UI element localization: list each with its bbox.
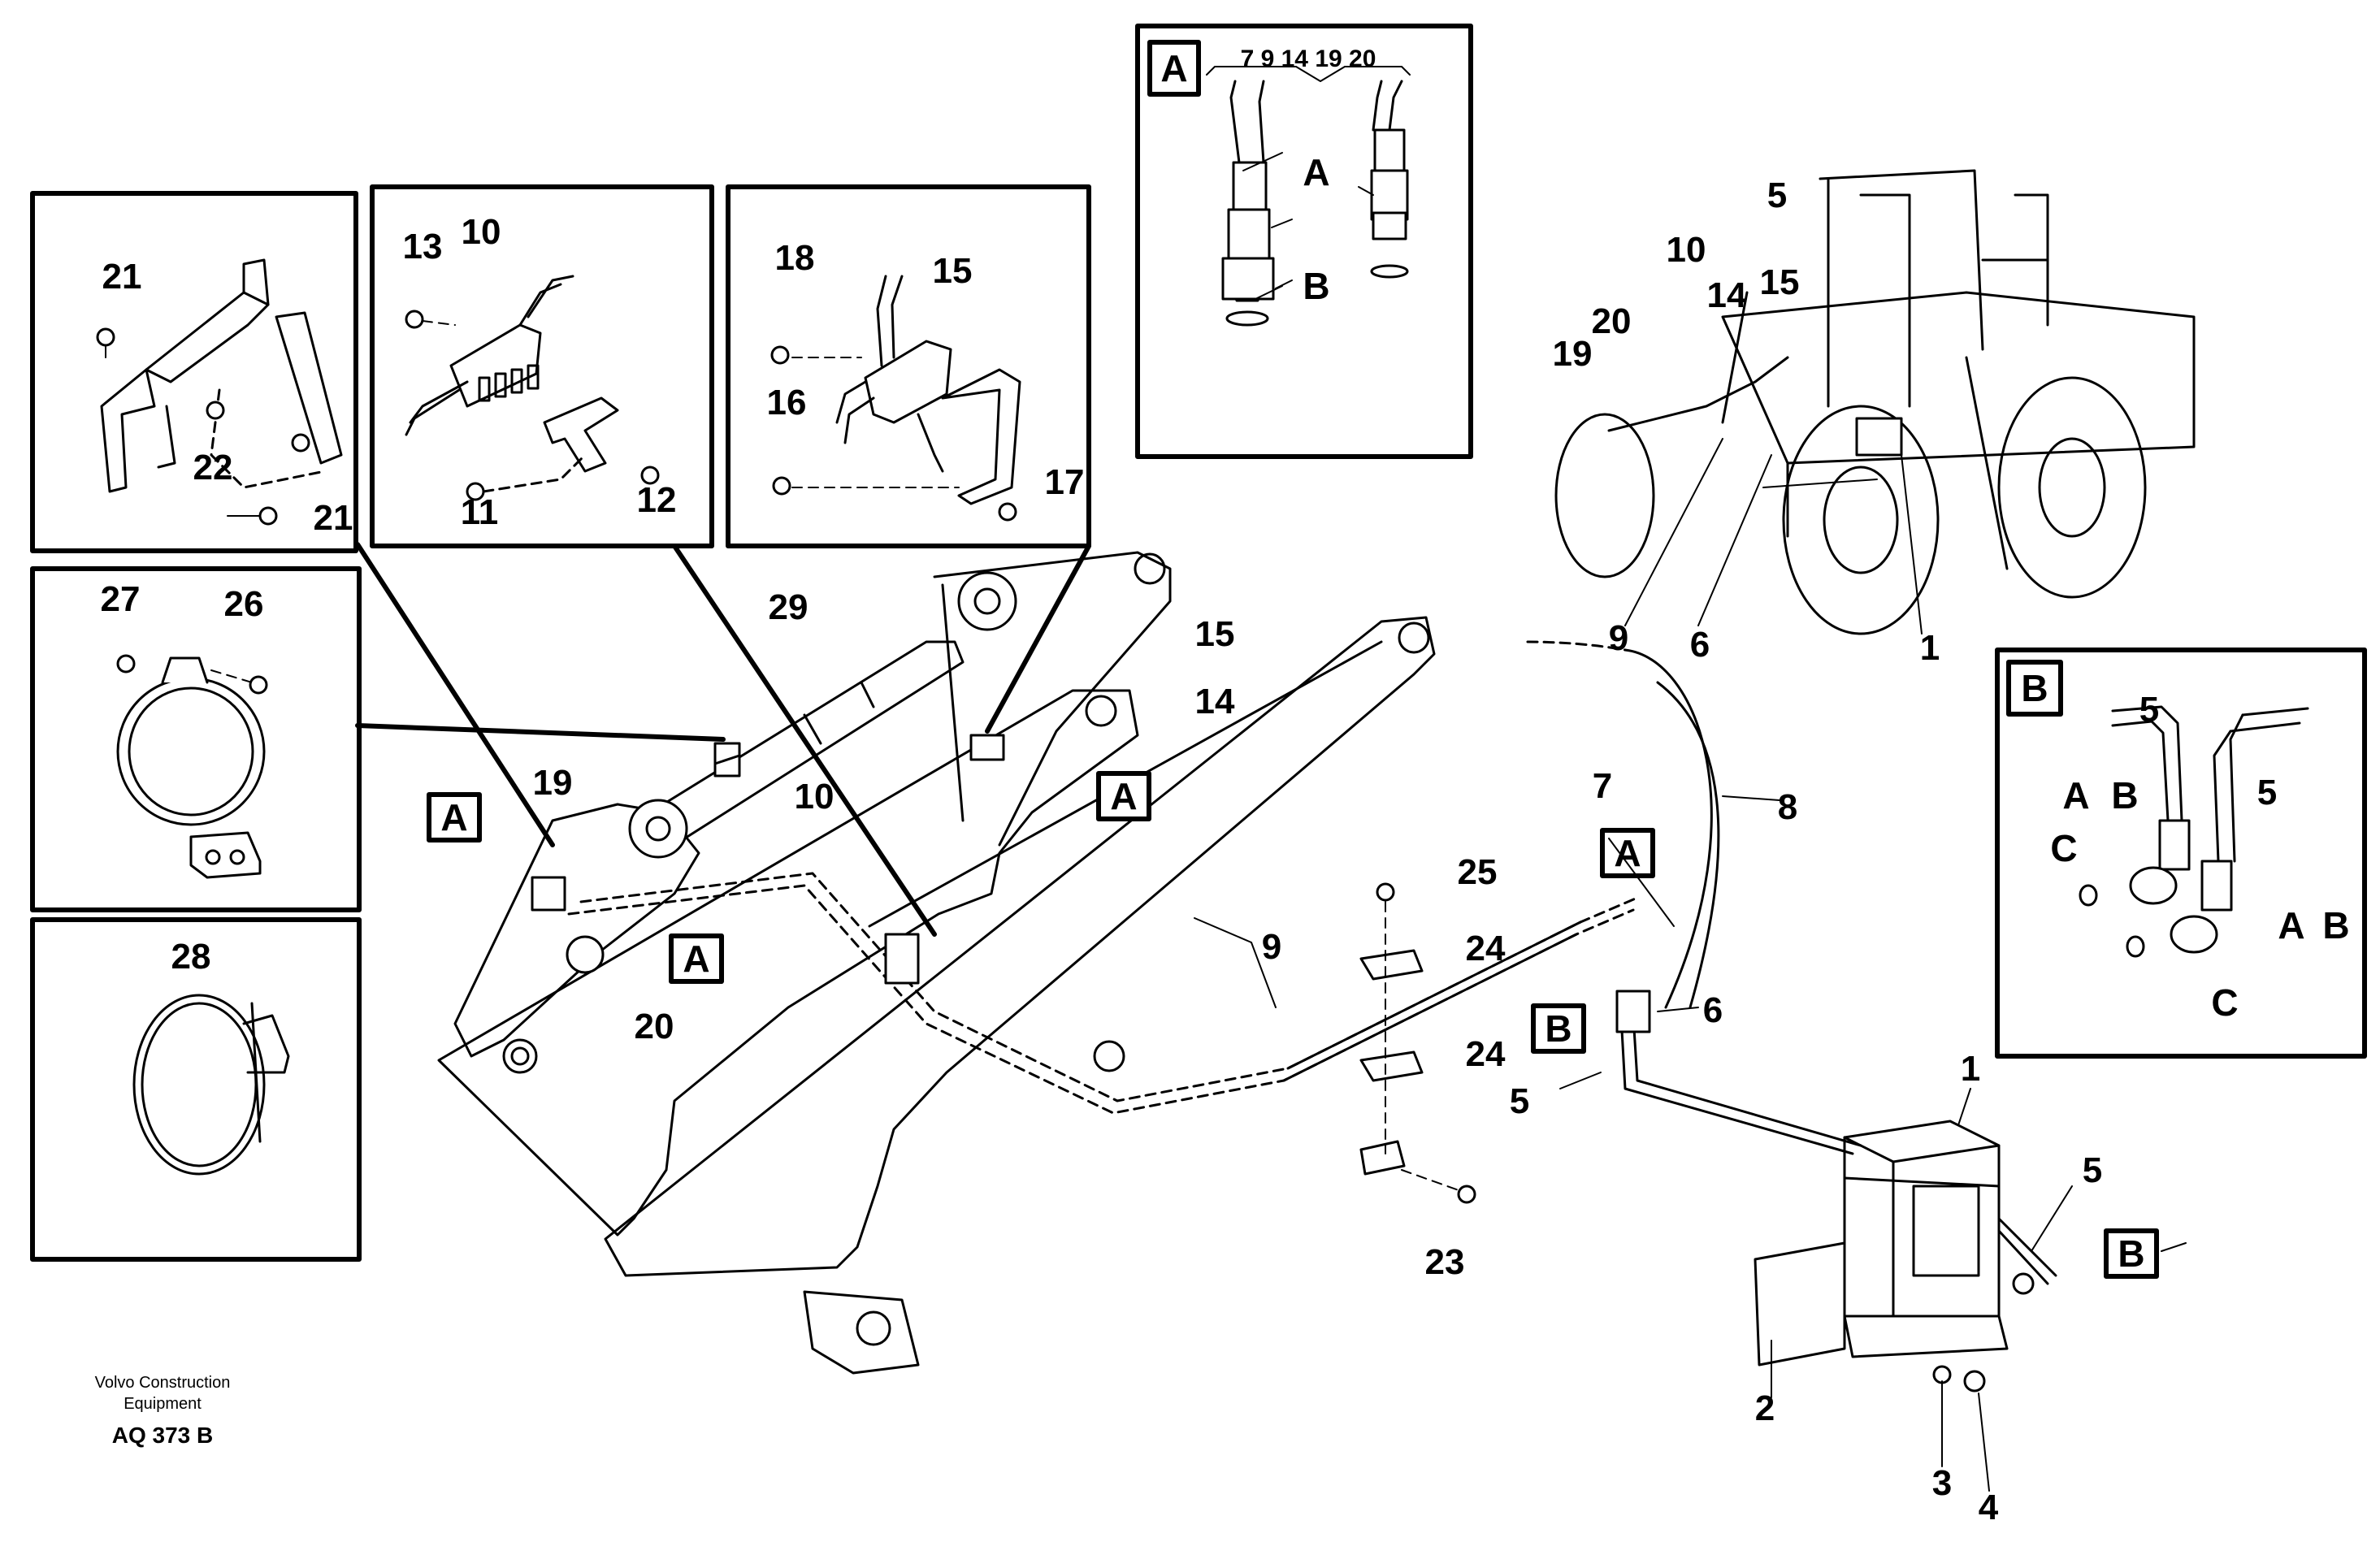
callout-22: 22 bbox=[193, 448, 233, 487]
boxed-label-b-1: B bbox=[1531, 1003, 1586, 1054]
detail-b-label-b: B bbox=[2111, 774, 2138, 816]
callout-3: 3 bbox=[1932, 1463, 1952, 1503]
callout-8: 8 bbox=[1778, 787, 1797, 827]
callout-15: 15 bbox=[933, 251, 973, 291]
callout-7: 7 bbox=[1593, 766, 1612, 806]
callout-1: 1 bbox=[1961, 1049, 1980, 1089]
detail-panel-a-connector bbox=[1135, 24, 1473, 459]
boxed-label-a-3: A bbox=[1096, 771, 1151, 821]
boxed-label-a-1: A bbox=[427, 792, 482, 842]
callout-19: 19 bbox=[533, 763, 573, 803]
detail-panel-distributor-10-13 bbox=[370, 184, 714, 548]
label-a: A bbox=[440, 796, 467, 838]
callout-20: 20 bbox=[1592, 301, 1632, 341]
callout-9: 9 bbox=[1262, 927, 1281, 967]
callout-26: 26 bbox=[224, 584, 264, 624]
footer-company-line1: Volvo Construction bbox=[95, 1374, 231, 1392]
leader-lines bbox=[355, 542, 1091, 937]
callout-10: 10 bbox=[462, 212, 501, 252]
detail-panel-bracket-21-22 bbox=[30, 191, 358, 553]
detail-b-title: B bbox=[2021, 667, 2048, 709]
callout-10: 10 bbox=[1667, 230, 1706, 270]
detail-b-label-a: A bbox=[2278, 904, 2304, 946]
label-b: B bbox=[2118, 1232, 2144, 1275]
callout-18: 18 bbox=[775, 238, 815, 278]
callout-15: 15 bbox=[1760, 262, 1800, 302]
detail-b-label-c: C bbox=[2050, 827, 2077, 869]
callout-5: 5 bbox=[1767, 175, 1787, 215]
detail-panel-strap-28 bbox=[30, 917, 362, 1262]
callout-5: 5 bbox=[2257, 773, 2277, 812]
callout-6: 6 bbox=[1690, 625, 1710, 665]
callout-27: 27 bbox=[101, 579, 141, 619]
callout-21: 21 bbox=[102, 257, 142, 297]
callout-14: 14 bbox=[1195, 682, 1235, 721]
callout-19: 19 bbox=[1553, 334, 1593, 374]
label-a: A bbox=[1614, 832, 1641, 874]
callout-15: 15 bbox=[1195, 614, 1235, 654]
hoses-7-8 bbox=[1526, 640, 1720, 1009]
callout-28: 28 bbox=[171, 937, 211, 977]
detail-a-label-a: A bbox=[1303, 151, 1329, 193]
detail-b-label-c: C bbox=[2211, 981, 2238, 1024]
callout-6: 6 bbox=[1703, 990, 1723, 1030]
callout-14: 14 bbox=[1707, 275, 1747, 315]
callout-5: 5 bbox=[2083, 1150, 2102, 1190]
lubrication-unit bbox=[1615, 990, 2057, 1393]
boxed-label-b-2: B bbox=[2104, 1228, 2159, 1279]
callout-24: 24 bbox=[1466, 929, 1506, 968]
boxed-label-a-2: A bbox=[669, 933, 724, 984]
callout-25: 25 bbox=[1458, 852, 1498, 892]
label-a: A bbox=[683, 938, 709, 980]
callout-13: 13 bbox=[403, 227, 443, 266]
callout-23: 23 bbox=[1425, 1242, 1465, 1282]
callout-24: 24 bbox=[1466, 1034, 1506, 1074]
callout-21: 21 bbox=[314, 498, 353, 538]
detail-a-header: 7 9 14 19 20 bbox=[1241, 45, 1376, 72]
callout-29: 29 bbox=[769, 587, 809, 627]
footer-company-line2: Equipment bbox=[124, 1395, 202, 1413]
lift-arm-assembly bbox=[437, 551, 1639, 1375]
detail-a-title: A bbox=[1160, 47, 1187, 89]
detail-panel-distributor-15-18 bbox=[726, 184, 1091, 548]
label-a: A bbox=[1110, 775, 1137, 817]
callout-10: 10 bbox=[795, 777, 835, 816]
callout-20: 20 bbox=[635, 1007, 674, 1046]
detail-b-label-a: A bbox=[2062, 774, 2089, 816]
callout-11: 11 bbox=[461, 492, 499, 532]
callout-1: 1 bbox=[1920, 628, 1940, 668]
detail-b-label-b: B bbox=[2322, 904, 2349, 946]
callout-5: 5 bbox=[1510, 1081, 1529, 1121]
label-b: B bbox=[1545, 1007, 1571, 1050]
boxed-label-a-4: A bbox=[1600, 828, 1655, 878]
detail-panel-b-connector bbox=[1995, 648, 2367, 1059]
wheel-loader-overview bbox=[1554, 169, 2196, 635]
footer-code: AQ 373 B bbox=[112, 1423, 214, 1448]
clamp-parts-23-25 bbox=[1359, 882, 1476, 1204]
callout-5: 5 bbox=[2139, 690, 2159, 730]
callout-12: 12 bbox=[637, 480, 677, 520]
callout-16: 16 bbox=[767, 383, 807, 422]
detail-panel-clamp-26-27 bbox=[30, 566, 362, 912]
callout-leaders bbox=[1194, 152, 2187, 1492]
detail-a-label-b: B bbox=[1303, 265, 1329, 307]
callout-4: 4 bbox=[1979, 1488, 1999, 1527]
callout-17: 17 bbox=[1045, 462, 1085, 502]
